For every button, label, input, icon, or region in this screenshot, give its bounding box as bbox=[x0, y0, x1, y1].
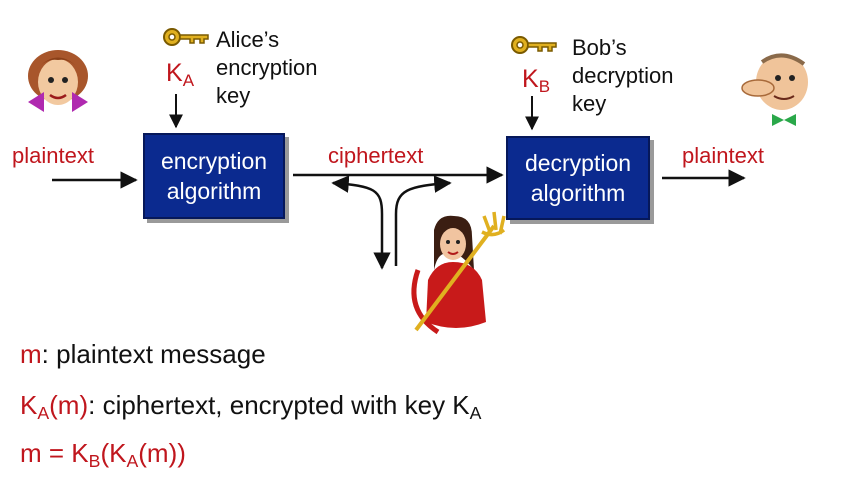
bob-key-symbol: KB bbox=[522, 65, 551, 96]
bob-key-line3: key bbox=[572, 91, 607, 116]
alice-key-symbol: KA bbox=[166, 59, 195, 90]
legend-ka-desc: : ciphertext, encrypted with key KA bbox=[88, 390, 482, 423]
bob-key-line2: decryption bbox=[572, 63, 674, 88]
intercept-arrow-up bbox=[394, 175, 452, 266]
trudy-devil-cartoon bbox=[411, 211, 506, 335]
intercept-arrow-down bbox=[331, 175, 391, 270]
legend-ka-m: KA(m) bbox=[20, 390, 89, 423]
bob-key-label: Bob’s decryption key bbox=[572, 34, 674, 118]
legend-line-1: m: plaintext message bbox=[20, 338, 266, 370]
plaintext-in-label: plaintext bbox=[12, 143, 94, 168]
alice-key-line3: key bbox=[216, 83, 251, 108]
alice-key-line2: encryption bbox=[216, 55, 318, 80]
alice-key-icon bbox=[163, 28, 209, 46]
encryption-algorithm-box: encryption algorithm bbox=[143, 133, 285, 219]
legend-m-desc: : plaintext message bbox=[41, 339, 266, 369]
alice-key-label: Alice’s encryption key bbox=[216, 26, 318, 110]
alice-key-line1: Alice’s bbox=[216, 27, 280, 52]
bob-key-line1: Bob’s bbox=[572, 35, 627, 60]
decryption-algorithm-box: decryption algorithm bbox=[506, 136, 650, 220]
bob-key-icon bbox=[511, 36, 557, 54]
decryption-box-line1: decryption bbox=[524, 150, 632, 176]
encryption-box-line1: encryption bbox=[160, 148, 268, 174]
alice-cartoon bbox=[28, 50, 88, 112]
bob-cartoon bbox=[741, 53, 808, 126]
ciphertext-label: ciphertext bbox=[328, 143, 424, 168]
legend-line-3: m = KB(KA(m)) bbox=[20, 438, 186, 471]
legend-m: m bbox=[20, 339, 42, 369]
legend-line-2: KA(m): ciphertext, encrypted with key KA bbox=[20, 389, 481, 424]
decryption-box-line2: algorithm bbox=[530, 180, 626, 206]
plaintext-out-label: plaintext bbox=[682, 143, 764, 168]
encryption-box-line2: algorithm bbox=[166, 178, 262, 204]
